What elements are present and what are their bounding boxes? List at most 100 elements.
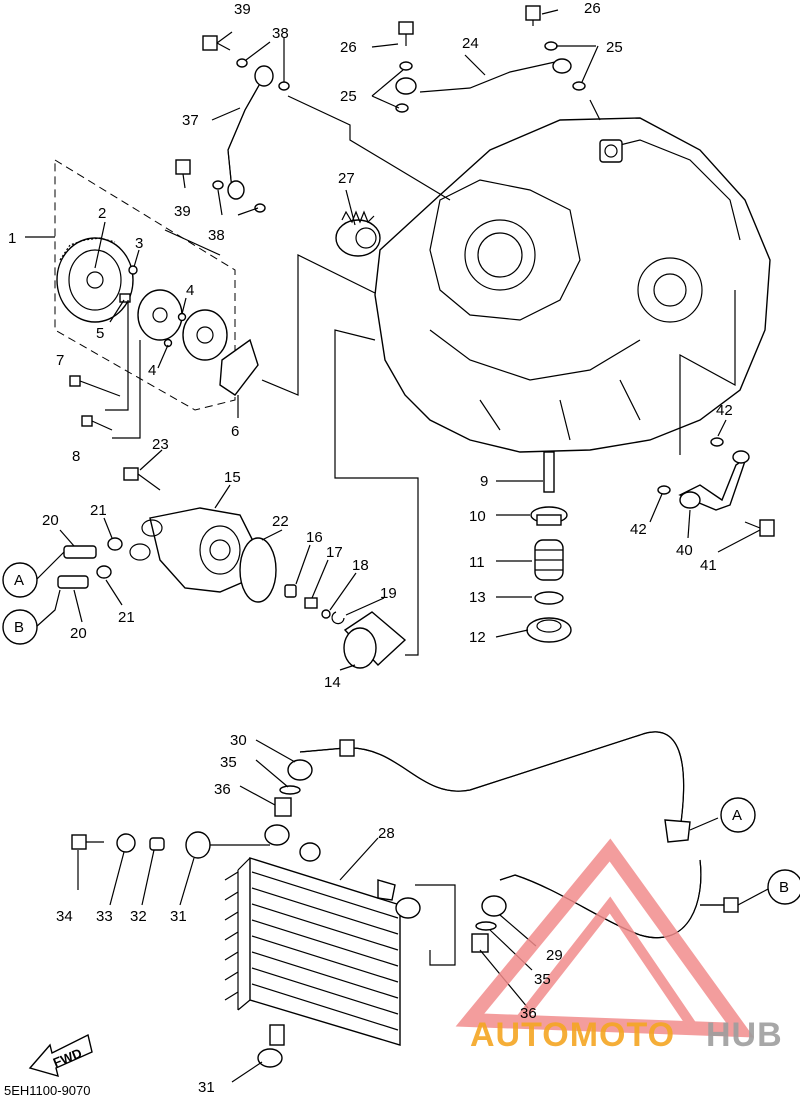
callout-40: 40 [676, 542, 693, 559]
connector-labels: A B A B [2, 562, 800, 905]
cooler-hose-a [287, 731, 691, 843]
union-bolt-39b [175, 159, 191, 189]
bolt-41 [744, 519, 775, 537]
callout-38: 38 [272, 25, 289, 42]
gasket-6 [219, 338, 259, 396]
grommet-31b [257, 1048, 283, 1068]
callout-29: 29 [546, 947, 563, 964]
washer-25b [395, 103, 409, 113]
callout-25: 25 [340, 88, 357, 105]
bolt-23 [123, 467, 161, 491]
callout-36: 36 [520, 1005, 537, 1022]
watermark-triangle [455, 838, 755, 1038]
callout-labels: 1 2 3 4 4 5 6 7 8 9 10 11 12 13 14 15 16… [8, 0, 733, 1096]
callout-37: 37 [182, 112, 199, 129]
washer-25a [399, 61, 413, 71]
washer-42a [710, 437, 724, 447]
callout-8: 8 [72, 448, 80, 465]
callout-22: 22 [272, 513, 289, 530]
callout-7: 7 [56, 352, 64, 369]
callout-42: 42 [630, 521, 647, 538]
callout-34: 34 [56, 908, 73, 925]
connector-a-right: A [732, 807, 742, 824]
diagram-code: 5EH1100-9070 [4, 1083, 91, 1098]
washer-25c [544, 41, 558, 51]
connector-b-left: B [14, 619, 24, 636]
washer-18 [321, 609, 331, 619]
part-16 [284, 584, 297, 598]
callout-4: 4 [186, 282, 194, 299]
callout-33: 33 [96, 908, 113, 925]
callout-32: 32 [130, 908, 147, 925]
callout-35: 35 [534, 971, 551, 988]
washer-33 [116, 833, 136, 853]
callout-27: 27 [338, 170, 355, 187]
fwd-arrow-icon: FWD [28, 1033, 93, 1078]
callout-41: 41 [700, 557, 717, 574]
oil-pipe-37 [227, 65, 274, 200]
bolt-8 [81, 415, 113, 431]
callout-25: 25 [606, 39, 623, 56]
connector-a-left: A [14, 572, 24, 589]
callout-23: 23 [152, 436, 169, 453]
callout-21: 21 [90, 502, 107, 519]
union-bolt-26a [398, 21, 414, 46]
spring-17 [304, 597, 318, 609]
plug-10 [530, 506, 568, 526]
fitting-40 [678, 450, 750, 511]
callout-6: 6 [231, 423, 239, 440]
fwd-label: FWD [51, 1045, 84, 1070]
callout-13: 13 [469, 589, 486, 606]
pin-4a [177, 312, 187, 322]
washer-42b [657, 485, 671, 495]
callout-28: 28 [378, 825, 395, 842]
callout-20: 20 [42, 512, 59, 529]
callout-24: 24 [462, 35, 479, 52]
o-ring-22 [239, 537, 277, 603]
callout-36: 36 [214, 781, 231, 798]
oil-cooler-28 [224, 824, 421, 1046]
oil-pump-rotor [137, 289, 183, 341]
callout-18: 18 [352, 557, 369, 574]
callout-2: 2 [98, 205, 106, 222]
connector-b-right: B [779, 879, 789, 896]
washer-38a [236, 58, 248, 68]
spring-11 [534, 539, 564, 581]
washer-38d [254, 203, 266, 213]
callout-21: 21 [118, 609, 135, 626]
crankcase-drawing [374, 117, 771, 453]
callout-31: 31 [170, 908, 187, 925]
bolt-7 [69, 375, 121, 397]
callout-39: 39 [234, 1, 251, 18]
callout-11: 11 [469, 554, 485, 571]
callout-38: 38 [208, 227, 225, 244]
collar-36a [274, 797, 292, 817]
callout-19: 19 [380, 585, 397, 602]
collar-32 [149, 837, 165, 851]
fitting-20a [63, 545, 97, 559]
o-ring-13 [534, 591, 564, 605]
clip-19 [331, 611, 345, 625]
oil-pump-group-box [54, 159, 236, 411]
fitting-20b [57, 575, 89, 589]
callout-15: 15 [224, 469, 241, 486]
strainer-27 [335, 210, 381, 257]
o-ring-21b [96, 565, 112, 579]
oil-pump-housing [182, 309, 228, 361]
watermark-text-1: AUTOMOTO [470, 1016, 675, 1054]
callout-leaders [25, 9, 771, 1083]
callout-5: 5 [96, 325, 104, 342]
filter-cover-15 [129, 507, 256, 593]
callout-16: 16 [306, 529, 323, 546]
o-ring-21a [107, 537, 123, 551]
bolt-9 [543, 451, 555, 493]
callout-30: 30 [230, 732, 247, 749]
callout-26: 26 [584, 0, 601, 17]
union-bolt-39a [202, 35, 231, 51]
pin-3 [128, 265, 138, 275]
screw-5 [119, 293, 131, 303]
callout-4: 4 [148, 362, 156, 379]
callout-1: 1 [8, 230, 16, 247]
watermark-text-2: HUB [706, 1016, 783, 1054]
